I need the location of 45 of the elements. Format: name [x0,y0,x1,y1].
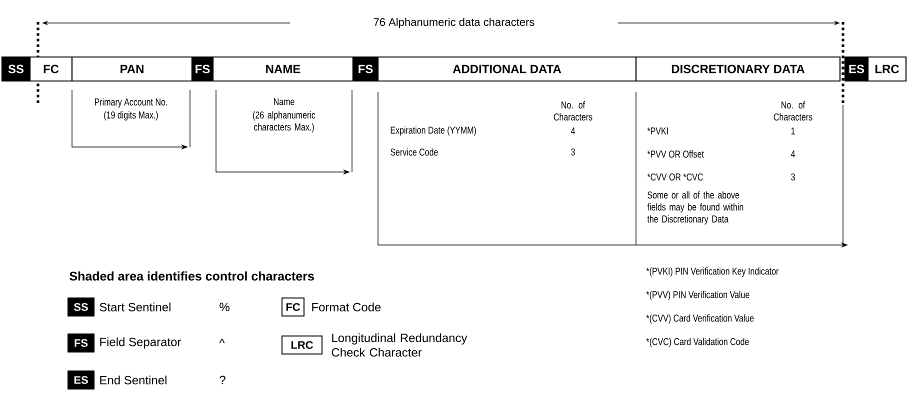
key-symbol: % [220,302,230,312]
key-description: Longitudinal Redundancy Check Character [332,333,468,357]
character-count: 3 [571,148,575,156]
key-description: End Sentinel [100,376,166,384]
key-symbol: ^ [219,338,225,344]
column-heading: No. of Characters [774,101,812,121]
field-name: *PVKI [647,128,668,134]
control-character-cell: SS [1,56,31,82]
control-character-cell: FS [191,56,214,82]
control-character-cell: FS [352,56,379,82]
footnote-text: *(PVV) PIN Verification Value [646,290,750,300]
footnote-text: *(PVKI) PIN Verification Key Indicator [646,267,779,277]
field-cell: FC [29,56,73,82]
legend-heading: Shaded area identifies control characters [70,271,314,281]
key-box: FS [68,334,94,352]
control-character-cell: ES [844,56,869,82]
key-box: FC [282,298,304,316]
field-cell: NAME [212,56,354,82]
key-description: Format Code [312,302,381,312]
field-name: *CVV OR *CVC [647,173,703,181]
description-text: Name [274,98,294,106]
key-description: Start Sentinel [100,302,170,312]
field-name: Expiration Date (YYMM) [390,126,476,136]
note-text: Some or all of the above fields may be found within the Discretionary Data [647,191,744,224]
column-heading: No. of Characters [554,101,592,121]
field-name: Service Code [390,148,438,156]
footnote-text: *(CVV) Card Verification Value [646,314,754,324]
description-text: Primary Account No. [95,98,167,108]
field-cell: ADDITIONAL DATA [377,56,637,82]
field-cell: DISCRETIONARY DATA [635,56,841,82]
key-description: Field Separator [100,337,182,349]
character-count: 4 [790,150,795,158]
field-name: *PVV OR Offset [647,150,704,158]
description-text: (19 digits Max.) [104,111,158,120]
character-count: 1 [791,128,795,134]
key-box: ES [68,370,94,390]
dimension-label: 76 Alphanumeric data characters [370,14,538,32]
description-text: (26 alphanumeric characters Max.) [253,111,316,132]
character-count: 3 [791,173,795,181]
key-symbol: ? [220,376,226,384]
footnote-text: *(CVC) Card Validation Code [646,338,749,348]
character-count: 4 [570,128,575,134]
key-box: SS [68,298,94,316]
field-cell: LRC [867,56,907,82]
key-box: LRC [282,336,322,354]
